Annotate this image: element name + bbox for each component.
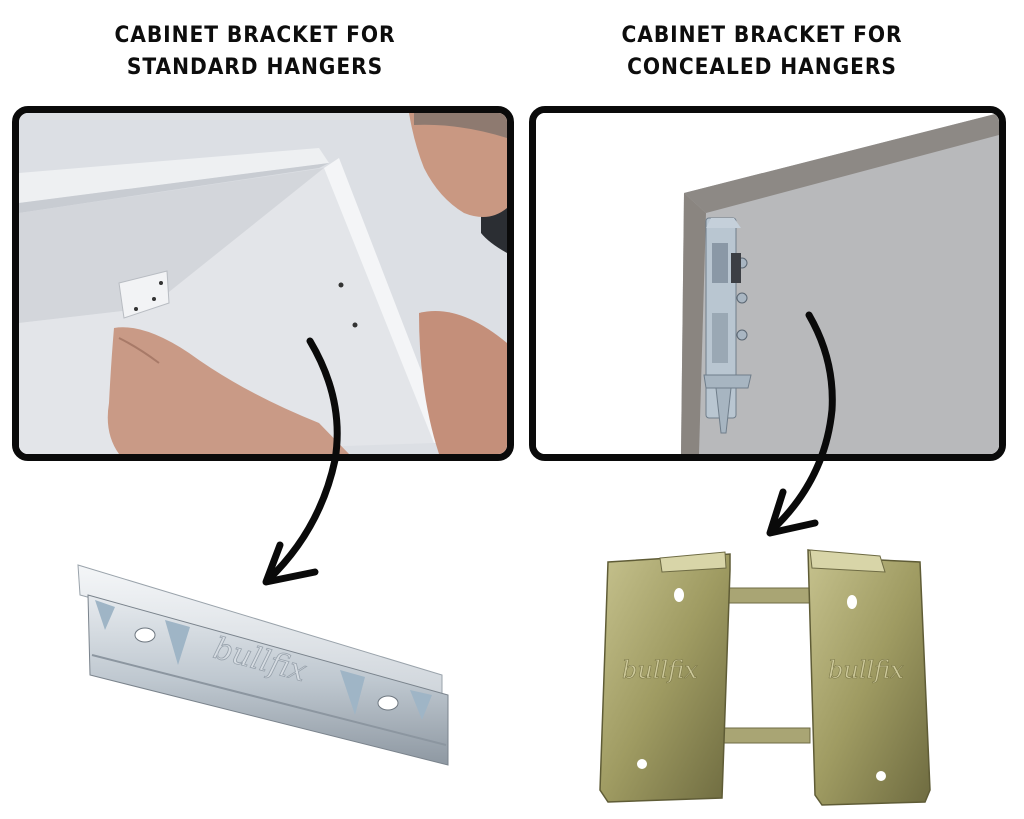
title-line-2: STANDARD HANGERS [126,55,384,80]
brand-logo-left: bullfix [622,656,698,684]
concealed-hanger-illustration [536,113,999,454]
photo-standard-installation [12,106,514,461]
title-line-1: CABINET BRACKET FOR [621,23,903,48]
arrow-right-head [766,488,819,537]
product-concealed-bracket: bullfix bullfix [590,540,950,810]
cabinet-install-illustration [19,113,507,454]
product-standard-bracket: bullfix [70,555,460,775]
title-line-2: CONCEALED HANGERS [627,55,897,80]
title-line-1: CABINET BRACKET FOR [114,23,396,48]
brand-logo-right: bullfix [828,656,904,684]
title-standard-hangers: CABINET BRACKET FOR STANDARD HANGERS [71,20,439,84]
title-concealed-hangers: CABINET BRACKET FOR CONCEALED HANGERS [578,20,946,84]
photo-concealed-installation [529,106,1006,461]
